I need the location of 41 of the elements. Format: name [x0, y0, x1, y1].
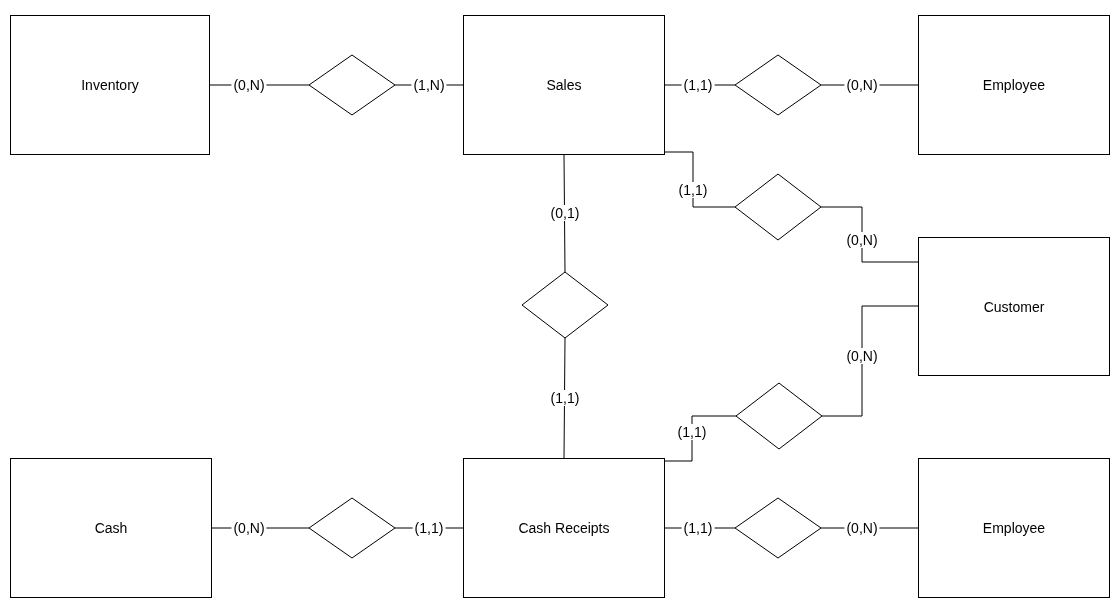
- connector-line: [563, 337, 566, 459]
- relationship-diamond: [735, 174, 821, 240]
- cardinality-label: (0,N): [844, 348, 880, 364]
- connector-line: [820, 206, 919, 263]
- entity-box: [463, 15, 665, 155]
- connector-line: [664, 151, 736, 208]
- cardinality-label: (1,1): [676, 182, 710, 198]
- entity-name: Cash: [94, 520, 128, 536]
- relationship-diamond: [735, 498, 821, 558]
- entity-name: Employee: [982, 520, 1046, 536]
- entity-box: [463, 458, 665, 598]
- cardinality-label: (0,1): [548, 205, 582, 221]
- entity-name: Inventory: [81, 77, 139, 93]
- connector-line: [821, 305, 919, 417]
- cardinality-label: (1,1): [675, 424, 709, 440]
- entity-name: Sales: [546, 77, 582, 93]
- cardinality-label: (1,1): [681, 520, 715, 536]
- entity-box: [918, 15, 1110, 155]
- entity-name: Customer: [983, 298, 1045, 315]
- relationship-diamond: [735, 55, 821, 115]
- cardinality-label: (0,N): [231, 77, 267, 93]
- entity-box: [10, 15, 210, 155]
- relationship-diamond: [309, 55, 395, 115]
- cardinality-label: (1,1): [412, 520, 446, 536]
- entity-box: [918, 458, 1110, 598]
- cardinality-label: (0,N): [844, 520, 880, 536]
- cardinality-label: (0,N): [231, 520, 267, 536]
- cardinality-label: (1,N): [411, 77, 447, 93]
- connector-line: [563, 154, 566, 273]
- cardinality-label: (1,1): [548, 390, 582, 406]
- entity-box: [918, 237, 1110, 376]
- relationship-diamond: [736, 383, 822, 449]
- cardinality-label: (0,N): [844, 232, 880, 248]
- cardinality-label: (1,1): [681, 77, 715, 93]
- entity-name: Employee: [982, 77, 1046, 93]
- relationship-diamond: [522, 272, 608, 338]
- relationship-diamond: [309, 498, 395, 558]
- connector-line: [664, 415, 737, 462]
- cardinality-label: (0,N): [844, 77, 880, 93]
- entity-box: [10, 458, 212, 598]
- entity-name: Cash Receipts: [518, 520, 610, 536]
